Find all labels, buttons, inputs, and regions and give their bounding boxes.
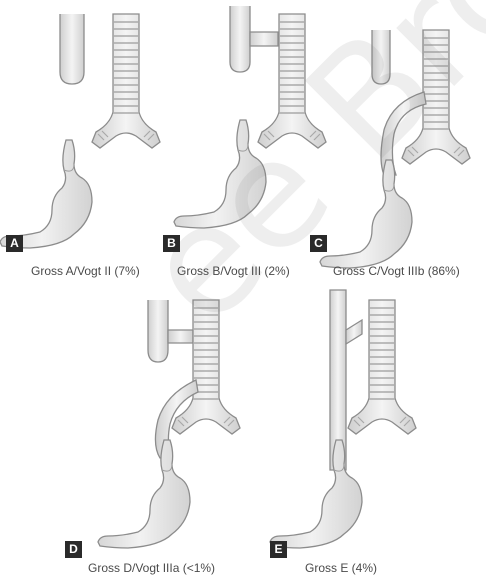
upper-esophageal-pouch: [60, 14, 84, 84]
panel-c-caption: Gross C/Vogt IIIb (86%): [333, 264, 460, 278]
panel-e-caption: Gross E (4%): [305, 561, 377, 575]
h-type-fistula: [346, 320, 362, 344]
proximal-fistula: [168, 330, 193, 343]
panel-a-caption: Gross A/Vogt II (7%): [31, 264, 140, 278]
panel-d-caption: Gross D/Vogt IIIa (<1%): [88, 561, 215, 575]
panel-e-drawing: [270, 290, 416, 548]
panel-c-label: C: [310, 235, 327, 252]
panel-b-drawing: [174, 6, 326, 228]
proximal-fistula: [250, 32, 278, 46]
panel-b-label: B: [163, 235, 180, 252]
panel-e-label: E: [270, 541, 287, 558]
panel-d-label: D: [65, 541, 82, 558]
panel-d-drawing: [98, 300, 240, 548]
panel-b-caption: Gross B/Vogt III (2%): [177, 264, 290, 278]
panel-a-label: A: [6, 235, 23, 252]
upper-esophageal-pouch: [372, 30, 390, 84]
panel-a-drawing: [0, 14, 160, 248]
upper-esophageal-pouch: [230, 6, 250, 72]
panel-c-drawing: [320, 30, 470, 268]
upper-esophageal-pouch: [148, 300, 168, 362]
